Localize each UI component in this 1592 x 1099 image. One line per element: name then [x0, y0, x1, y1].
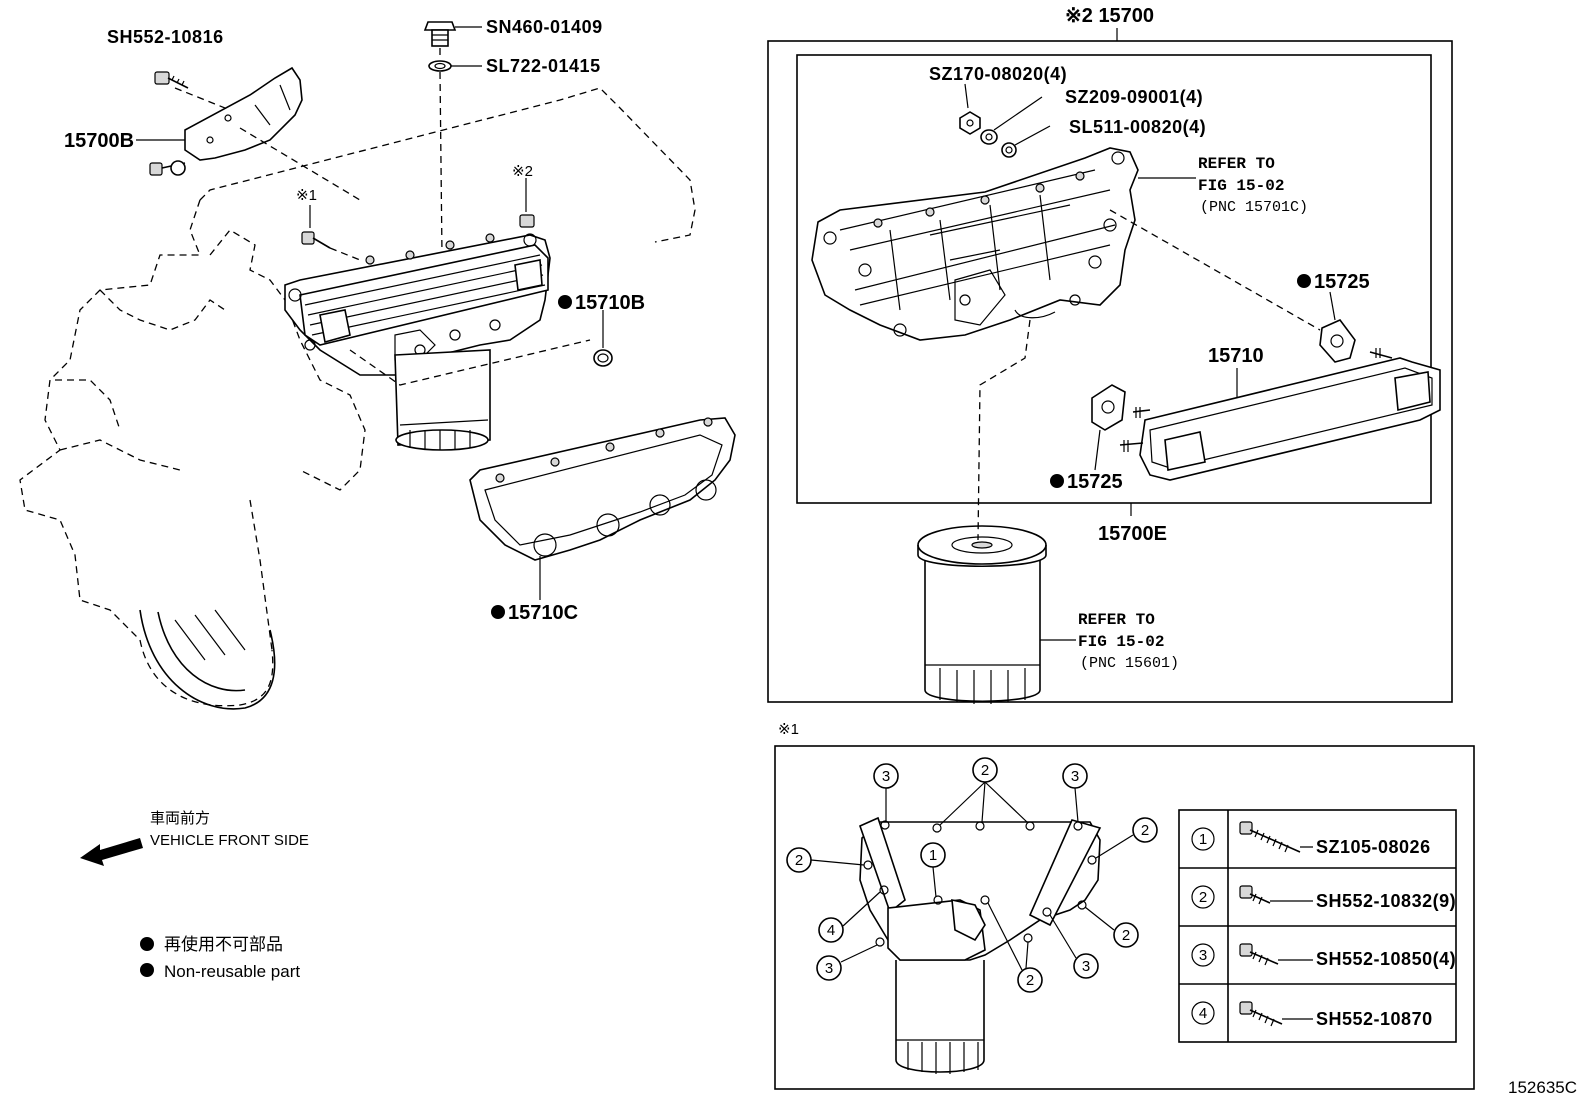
- gasket-15710c: [469, 417, 736, 600]
- svg-text:2: 2: [795, 852, 803, 869]
- front-label-en: VEHICLE FRONT SIDE: [150, 832, 309, 849]
- label-sn460-01409: SN460-01409: [486, 17, 603, 37]
- svg-text:3: 3: [1199, 947, 1207, 964]
- refer-15701c-line2: FIG 15-02: [1198, 177, 1284, 195]
- oil-cooler-housing: [284, 178, 591, 451]
- bolt-layout-housing: [859, 816, 1102, 1074]
- bracket-15700b: [149, 66, 361, 201]
- label-sz209-09001: SZ209-09001(4): [1065, 87, 1203, 107]
- bolt-part-4: SH552-10870: [1316, 1009, 1433, 1029]
- callout-3: [816, 955, 842, 981]
- svg-text:4: 4: [1199, 1005, 1207, 1022]
- table-num-3: [1191, 943, 1215, 967]
- figure-code: 152635C: [1508, 1078, 1577, 1097]
- oil-cooler-housing-detail: [811, 147, 1139, 341]
- legend-jp: 再使用不可部品: [164, 934, 283, 954]
- label-15700b: 15700B: [64, 130, 134, 152]
- table-num-2: [1191, 885, 1215, 909]
- bolt-table: 1 2 3 4 SZ105-08026 SH552-108: [1178, 809, 1457, 1043]
- svg-text:3: 3: [825, 960, 833, 977]
- label-15710c: 15710C: [508, 602, 578, 624]
- label-sz170-08020: SZ170-08020(4): [929, 64, 1067, 84]
- bolt-part-2: SH552-10832(9): [1316, 891, 1456, 911]
- label-15700: ※2 15700: [1065, 5, 1154, 27]
- label-15700e: 15700E: [1098, 523, 1167, 545]
- non-reusable-dot-icon: [558, 295, 572, 309]
- front-direction-arrow-icon: [80, 838, 143, 866]
- long-bolt-icon: [1239, 821, 1301, 853]
- callout-4: [818, 917, 844, 943]
- medium-bolt-icon: [1239, 943, 1279, 966]
- callout-3: [1073, 953, 1099, 979]
- refer-15601-line3: (PNC 15601): [1080, 655, 1179, 672]
- non-reusable-dot-icon: [1050, 474, 1064, 488]
- svg-text:1: 1: [929, 847, 937, 864]
- label-15710: 15710: [1208, 345, 1264, 367]
- callout-2: [1017, 967, 1043, 993]
- cooler-element-15710: [1119, 348, 1441, 481]
- legend-dot-icon: [140, 963, 154, 977]
- bolt-part-3: SH552-10850(4): [1316, 949, 1456, 969]
- legend-en: Non-reusable part: [164, 962, 300, 981]
- label-15725-lower: 15725: [1067, 471, 1123, 493]
- oil-filter: [917, 319, 1047, 704]
- o-ring-15710b: [593, 310, 613, 367]
- callout-2: [1132, 817, 1158, 843]
- svg-text:2: 2: [1199, 889, 1207, 906]
- label-sl511-00820: SL511-00820(4): [1069, 117, 1206, 137]
- mark-1: ※1: [296, 187, 317, 204]
- nut-washer-set: [959, 83, 1051, 158]
- drain-plug: [423, 21, 457, 256]
- gasket-15725-upper: [1109, 209, 1356, 363]
- table-num-4: [1191, 1001, 1215, 1025]
- engine-outline: [19, 87, 696, 710]
- callout-bubbles: 3 2 3 2 2 1 2 4 3 3 2: [786, 757, 1158, 993]
- label-sl722-01415: SL722-01415: [486, 56, 601, 76]
- svg-text:4: 4: [827, 922, 835, 939]
- label-sh552-10816: SH552-10816: [107, 27, 224, 47]
- svg-text:2: 2: [1122, 927, 1130, 944]
- svg-text:3: 3: [1071, 768, 1079, 785]
- refer-15701c-line1: REFER TO: [1198, 155, 1275, 173]
- box-bolt-layout: [774, 745, 1475, 1090]
- svg-text:1: 1: [1199, 831, 1207, 848]
- bolt-part-1: SZ105-08026: [1316, 837, 1431, 857]
- svg-text:2: 2: [981, 762, 989, 779]
- svg-text:2: 2: [1026, 972, 1034, 989]
- refer-15701c-line3: (PNC 15701C): [1200, 199, 1308, 216]
- legend-dot-icon: [140, 937, 154, 951]
- mark-2: ※2: [512, 163, 533, 180]
- svg-text:2: 2: [1141, 822, 1149, 839]
- svg-text:3: 3: [1082, 958, 1090, 975]
- refer-15601-line1: REFER TO: [1078, 611, 1155, 629]
- non-reusable-dot-icon: [1297, 274, 1311, 288]
- front-label-jp: 車両前方: [150, 810, 210, 827]
- gasket-15725-lower: [1091, 384, 1126, 471]
- mark-1-box: ※1: [778, 721, 799, 738]
- box-15700: [767, 40, 1453, 703]
- table-num-1: [1191, 827, 1215, 851]
- box-15700e: [796, 54, 1432, 504]
- svg-text:3: 3: [882, 768, 890, 785]
- refer-15601-line2: FIG 15-02: [1078, 633, 1164, 651]
- label-15710b: 15710B: [575, 292, 645, 314]
- medium-bolt-icon: [1239, 1001, 1283, 1027]
- non-reusable-dot-icon: [491, 605, 505, 619]
- callout-2: [1113, 922, 1139, 948]
- short-bolt-icon: [1239, 885, 1271, 905]
- label-15725-upper: 15725: [1314, 271, 1370, 293]
